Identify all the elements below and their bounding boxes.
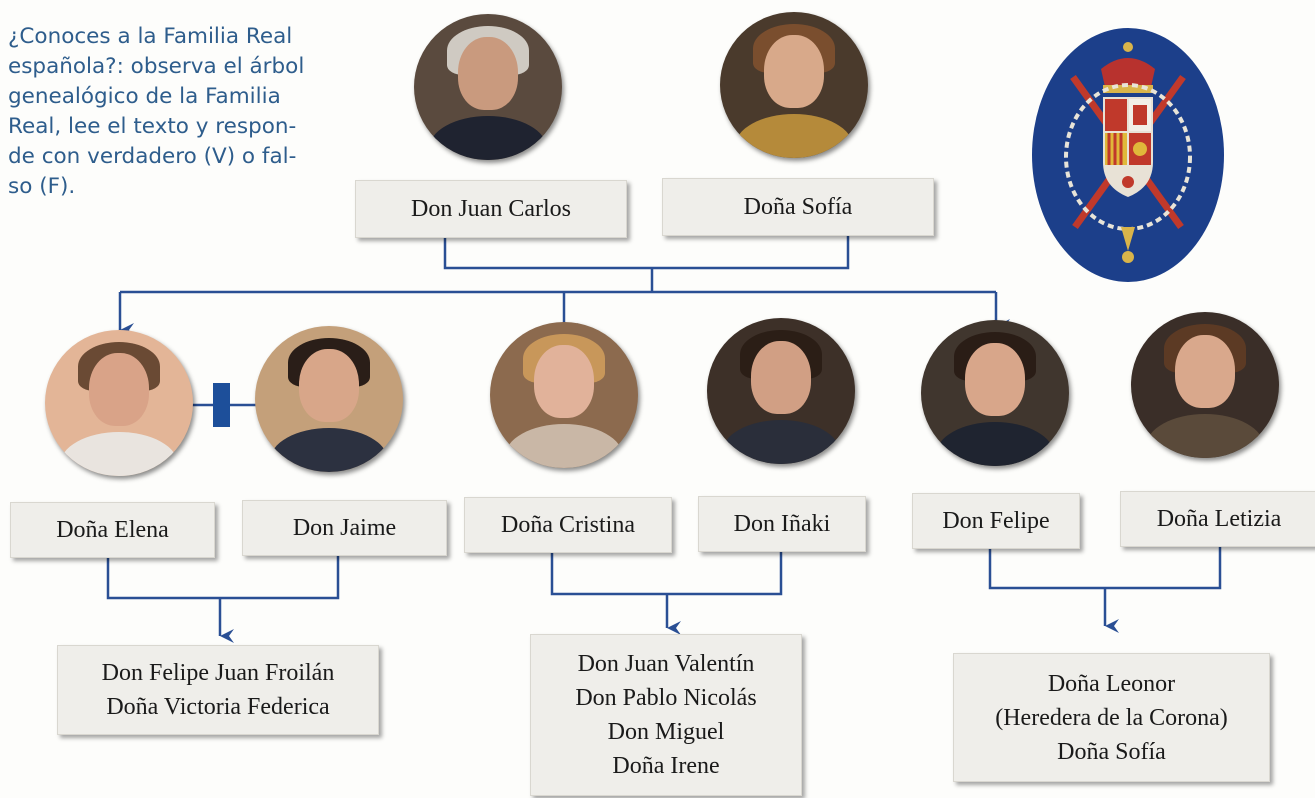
photo-letizia bbox=[1131, 312, 1279, 458]
children-cristina-inaki: Don Juan Valentín Don Pablo Nicolás Don … bbox=[530, 634, 802, 796]
child-name: Don Pablo Nicolás bbox=[575, 685, 757, 711]
intro-line: so (F). bbox=[8, 174, 76, 199]
label-jaime: Don Jaime bbox=[242, 500, 447, 556]
label-felipe: Don Felipe bbox=[912, 493, 1080, 549]
child-name: Doña Sofía bbox=[1057, 738, 1166, 765]
label-inaki: Don Iñaki bbox=[698, 496, 866, 552]
children-felipe-letizia: Doña Leonor (Heredera de la Corona) Doña… bbox=[953, 653, 1270, 782]
photo-juan-carlos bbox=[414, 14, 562, 160]
child-name: (Heredera de la Corona) bbox=[995, 704, 1228, 731]
connector-elena-jaime-kids bbox=[106, 555, 340, 600]
photo-sofia bbox=[720, 12, 868, 158]
label-cristina: Doña Cristina bbox=[464, 497, 672, 553]
photo-cristina bbox=[490, 322, 638, 468]
child-name: Doña Irene bbox=[612, 753, 720, 779]
child-name: Don Felipe Juan Froilán bbox=[101, 660, 335, 686]
photo-inaki bbox=[707, 318, 855, 464]
photo-jaime bbox=[255, 326, 403, 472]
child-name: Don Juan Valentín bbox=[577, 651, 755, 677]
child-name: Doña Leonor bbox=[1047, 670, 1176, 697]
label-letizia: Doña Letizia bbox=[1120, 491, 1315, 547]
intro-line: española?: observa el árbol bbox=[8, 54, 305, 79]
photo-felipe bbox=[921, 320, 1069, 466]
label-elena: Doña Elena bbox=[10, 502, 215, 558]
intro-line: Real, lee el texto y respon- bbox=[8, 114, 297, 139]
children-elena-jaime: Don Felipe Juan Froilán Doña Victoria Fe… bbox=[57, 645, 379, 735]
label-sofia: Doña Sofía bbox=[662, 178, 934, 236]
intro-question: ¿Conoces a la Familia Real española?: ob… bbox=[8, 22, 343, 202]
intro-line: genealógico de la Familia bbox=[8, 84, 281, 109]
connector-felipe-letizia-kids bbox=[988, 546, 1222, 590]
child-name: Doña Victoria Federica bbox=[106, 694, 330, 720]
label-juan-carlos: Don Juan Carlos bbox=[355, 180, 627, 238]
photo-elena bbox=[45, 330, 193, 476]
connector-parents bbox=[443, 228, 850, 270]
royal-coat-of-arms-icon bbox=[1032, 28, 1224, 282]
marriage-separator bbox=[213, 383, 230, 427]
connector-cristina-inaki-kids bbox=[550, 552, 783, 596]
child-name: Don Miguel bbox=[607, 719, 725, 745]
intro-line: ¿Conoces a la Familia Real bbox=[8, 24, 293, 49]
intro-line: de con verdadero (V) o fal- bbox=[8, 144, 297, 169]
